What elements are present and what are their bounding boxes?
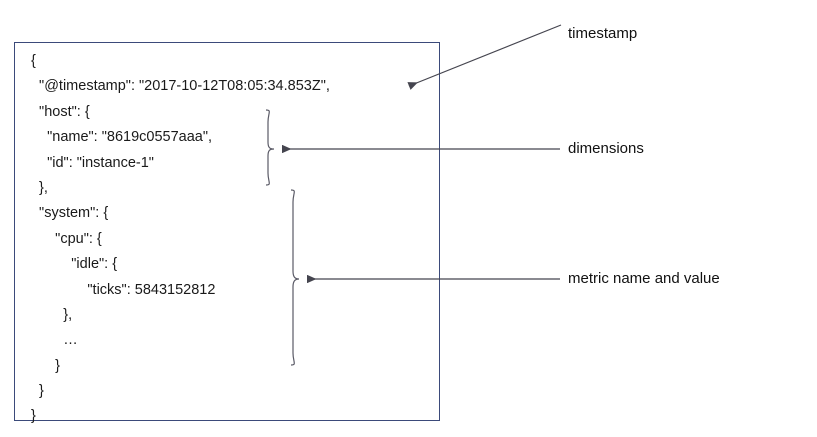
- json-line: "name": "8619c0557aaa",: [31, 129, 213, 146]
- json-line: …: [31, 332, 78, 349]
- json-line: }: [31, 408, 36, 425]
- json-document-text: { "@timestamp": "2017-10-12T08:05:34.853…: [31, 49, 330, 430]
- json-line: },: [31, 306, 73, 323]
- json-line: }: [31, 383, 44, 400]
- json-line: "@timestamp": "2017-10-12T08:05:34.853Z"…: [31, 78, 330, 95]
- json-line: "system": {: [31, 205, 109, 222]
- json-line: "id": "instance-1": [31, 154, 154, 171]
- annotation-label-dimensions: dimensions: [568, 140, 644, 157]
- json-line: }: [31, 357, 61, 374]
- json-line: "cpu": {: [31, 230, 102, 247]
- json-line: {: [31, 53, 36, 69]
- json-line: "ticks": 5843152812: [31, 281, 216, 298]
- json-document-box: { "@timestamp": "2017-10-12T08:05:34.853…: [14, 42, 440, 424]
- json-line: },: [31, 179, 48, 196]
- json-line: "host": {: [31, 103, 90, 120]
- annotation-label-metric: metric name and value: [568, 270, 720, 287]
- annotation-label-timestamp: timestamp: [568, 25, 638, 42]
- json-line: "idle": {: [31, 256, 118, 273]
